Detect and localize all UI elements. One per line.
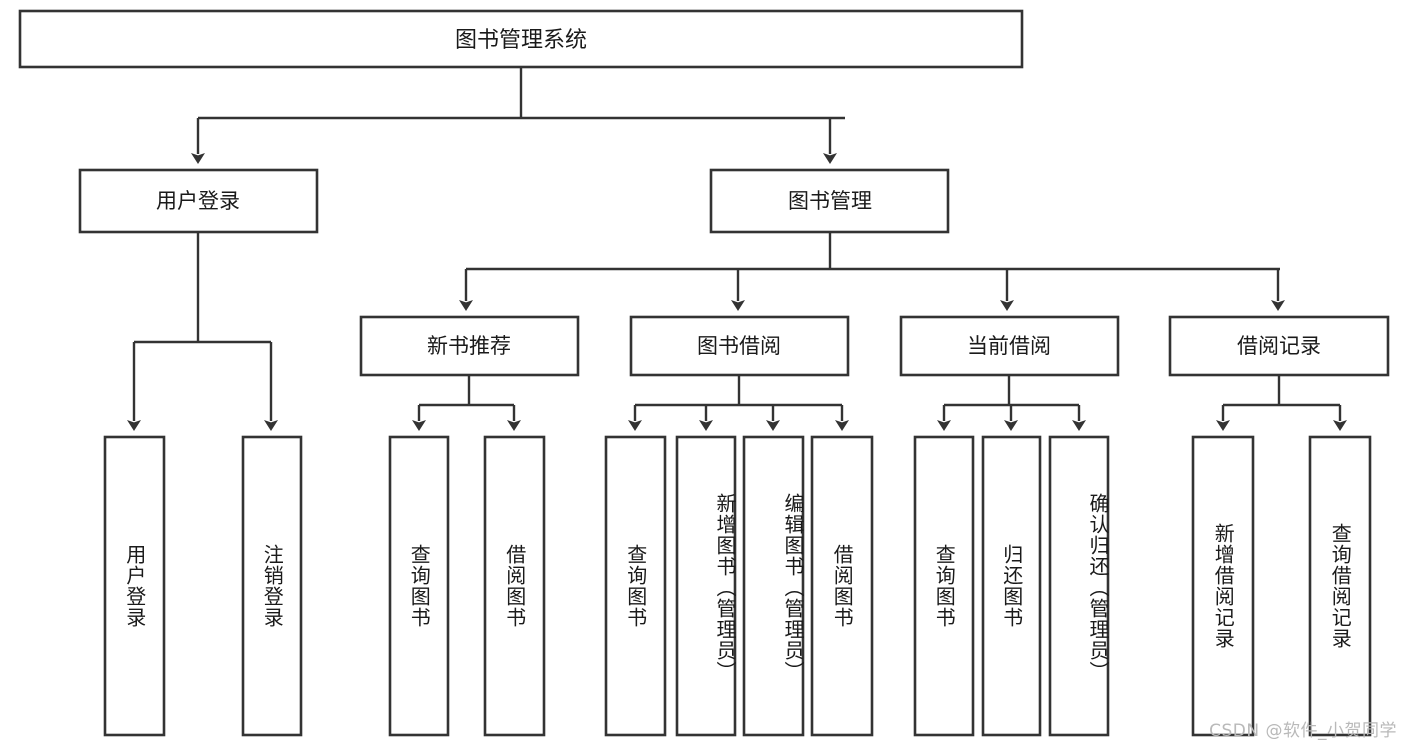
node-book-manage-label: 图书管理 [788, 189, 872, 213]
leaf-box-add-book[interactable] [675, 435, 737, 737]
node-root-label: 图书管理系统 [455, 28, 587, 53]
leaf-box-query-book-2[interactable] [604, 435, 667, 737]
connector-bookborrow-to-leaves [628, 375, 849, 431]
leaf-box-confirm-return[interactable] [1048, 435, 1110, 737]
leaf-box-add-record[interactable] [1191, 435, 1255, 737]
connector-newbook-to-leaves [412, 375, 521, 431]
leaf-box-borrow-book-1[interactable] [483, 435, 546, 737]
connector-currentborrow-to-leaves [937, 375, 1086, 431]
node-current-borrow-label: 当前借阅 [967, 334, 1051, 358]
node-book-borrow-label: 图书借阅 [697, 334, 781, 358]
node-borrow-record[interactable]: 借阅记录 [1168, 315, 1390, 377]
connector-userlogin-to-leaves [127, 232, 278, 431]
csdn-watermark: CSDN @软件_小贺同学 [1209, 721, 1397, 741]
node-user-login[interactable]: 用户登录 [78, 168, 319, 234]
leaf-box-borrow-book-2[interactable] [810, 435, 874, 737]
leaf-box-query-record[interactable] [1308, 435, 1372, 737]
leaf-box-user-login[interactable] [103, 435, 166, 737]
node-user-login-label: 用户登录 [156, 189, 240, 213]
leaf-box-edit-book[interactable] [742, 435, 805, 737]
node-book-borrow[interactable]: 图书借阅 [629, 315, 850, 377]
node-new-book-rec-label: 新书推荐 [427, 334, 511, 358]
leaf-box-query-book-3[interactable] [913, 435, 975, 737]
node-current-borrow[interactable]: 当前借阅 [899, 315, 1120, 377]
node-book-manage[interactable]: 图书管理 [709, 168, 950, 234]
node-new-book-rec[interactable]: 新书推荐 [359, 315, 580, 377]
node-borrow-record-label: 借阅记录 [1237, 334, 1321, 358]
node-root[interactable]: 图书管理系统 [18, 9, 1024, 69]
leaf-boxes [103, 435, 1372, 737]
leaf-box-query-book-1[interactable] [388, 435, 450, 737]
leaf-box-logout[interactable] [241, 435, 303, 737]
connector-root-to-level2 [191, 67, 845, 164]
connector-bookmanage-to-level3 [459, 232, 1285, 311]
leaf-box-return-book[interactable] [981, 435, 1042, 737]
connector-borrowrecord-to-leaves [1216, 375, 1347, 431]
